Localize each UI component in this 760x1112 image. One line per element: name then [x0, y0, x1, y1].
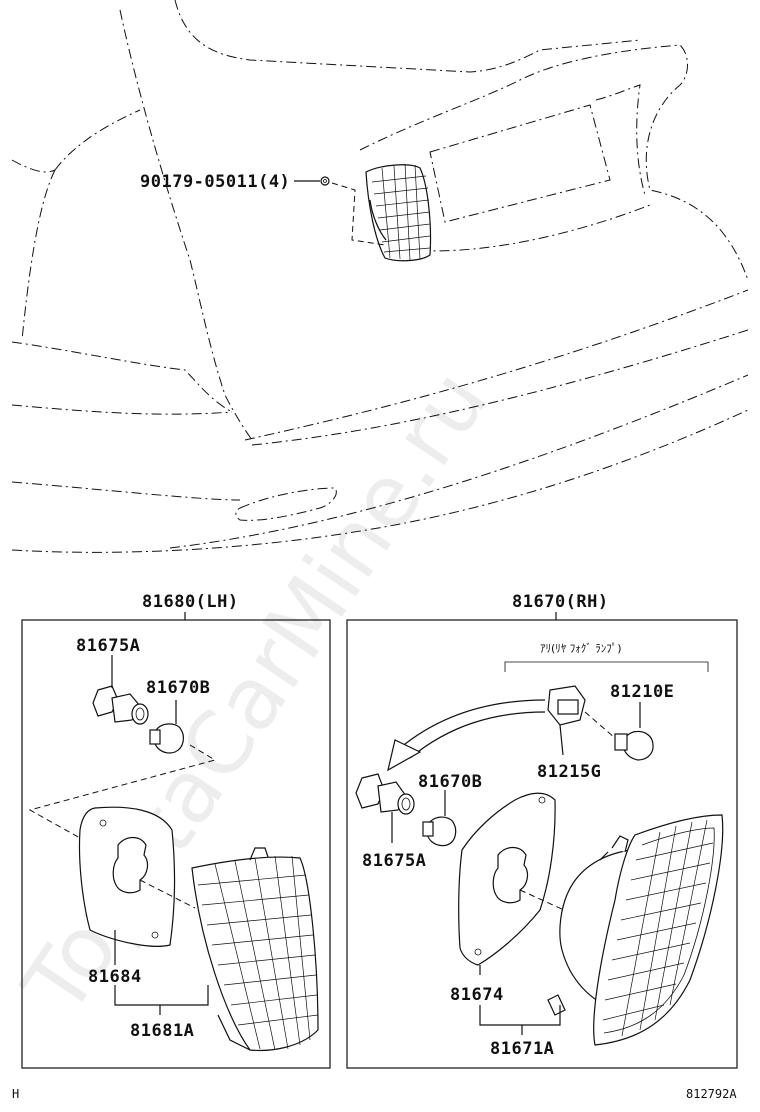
rh-lens [547, 814, 724, 1046]
rh-option-note: ｱﾘ(ﾘﾔ ﾌｫｸﾞ ﾗﾝﾌﾟ) [540, 642, 622, 655]
lh-assembly-title: 81680(LH) [142, 592, 239, 612]
vehicle-rear-outline [11, 0, 749, 553]
rh-bulb-part-number: 81670B [418, 772, 482, 792]
lh-gasket [78, 806, 176, 965]
rh-gasket-part-number: 81674 [450, 985, 504, 1005]
clip-part [294, 176, 386, 246]
lh-bulb-part-number: 81670B [146, 678, 210, 698]
installed-fog-lamp [365, 163, 432, 262]
lh-socket-part-number: 81675A [76, 636, 140, 656]
lh-lens-part-number: 81681A [130, 1021, 194, 1041]
footer-left-code: H [12, 1087, 19, 1101]
rh-gasket [458, 792, 556, 975]
lh-bulb [149, 700, 185, 754]
rh-lens-part-number: 81671A [490, 1039, 554, 1059]
rh-fog-bulb [614, 702, 654, 761]
lh-lens [191, 847, 319, 1052]
rh-fog-socket [547, 685, 586, 756]
lh-gasket-part-number: 81684 [88, 967, 142, 987]
rh-socket-part-number: 81675A [362, 851, 426, 871]
figure-code: 812792A [686, 1087, 737, 1101]
rh-assembly-box [346, 619, 738, 1069]
rh-bulb [422, 790, 457, 847]
rh-socket [355, 773, 415, 843]
rh-fog-socket-part-number: 81215G [537, 762, 601, 782]
rh-fog-bulb-part-number: 81210E [610, 682, 674, 702]
lh-socket [92, 655, 149, 725]
rh-assembly-title: 81670(RH) [512, 592, 609, 612]
clip-part-number: 90179-05011(4) [140, 172, 290, 192]
lh-assembly-box [21, 619, 331, 1069]
replacement-arrow [387, 699, 546, 772]
